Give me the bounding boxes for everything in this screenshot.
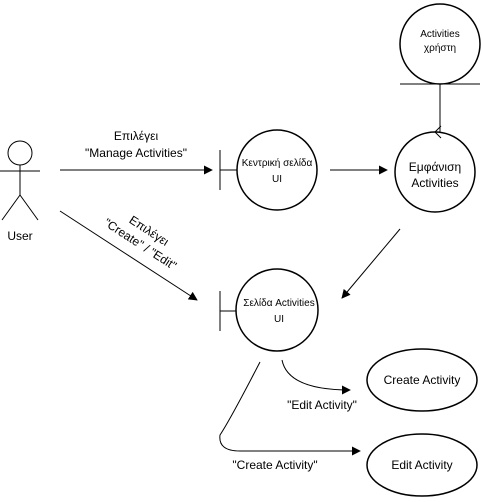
- edge-label: "Edit Activity": [287, 398, 357, 412]
- boundary-label-line2: UI: [274, 314, 284, 325]
- edge-label-line1: Επιλέγει: [114, 129, 159, 143]
- edge-activities-to-edit-activity: "Create Activity": [219, 361, 361, 472]
- control-arrowhead: [434, 125, 442, 139]
- edge-line: [219, 361, 361, 456]
- edge-user-to-activities-boundary: Επιλέγει "Create" / "Edit": [59, 210, 198, 301]
- edge-label: "Create Activity": [232, 458, 317, 472]
- actor-left-leg: [1, 194, 21, 221]
- actor-right-leg: [19, 194, 39, 221]
- control-label-line2: Activities: [411, 176, 458, 190]
- edit-activity-ellipse: [366, 433, 478, 497]
- actor-label: User: [7, 229, 32, 243]
- edge-line: [281, 359, 351, 395]
- edge-control-to-activities-boundary: [341, 228, 401, 299]
- boundary-circle: [235, 268, 319, 352]
- boundary-main-page[interactable]: Κεντρική σελίδα UI: [219, 129, 318, 211]
- boundary-label-line2: UI: [272, 174, 282, 185]
- edge-user-to-main-boundary: Επιλέγει "Manage Activities": [60, 129, 213, 175]
- user-actor[interactable]: User: [0, 140, 40, 243]
- entity-label-line1: Activities: [420, 29, 459, 40]
- control-display-activities[interactable]: Εμφάνιση Activities: [394, 125, 476, 213]
- entity-activities[interactable]: Activities χρήστη: [399, 3, 481, 85]
- usecase-create-activity[interactable]: Create Activity: [366, 348, 478, 412]
- boundary-label-line1: Σελίδα Activities: [243, 297, 314, 309]
- boundary-label-line1: Κεντρική σελίδα: [242, 157, 313, 169]
- create-activity-label: Create Activity: [384, 373, 461, 387]
- actor-head: [7, 140, 33, 166]
- edge-label-line2: "Manage Activities": [85, 146, 187, 160]
- edge-line: [59, 210, 198, 301]
- edge-activities-to-create-activity: "Edit Activity": [281, 359, 357, 412]
- edit-activity-label: Edit Activity: [391, 458, 452, 472]
- entity-label-line2: χρήστη: [424, 42, 456, 54]
- create-activity-ellipse: [366, 348, 478, 412]
- usecase-edit-activity[interactable]: Edit Activity: [366, 433, 478, 497]
- control-label-line1: Εμφάνιση: [409, 160, 461, 174]
- boundary-circle: [236, 129, 318, 211]
- boundary-activities-page[interactable]: Σελίδα Activities UI: [219, 268, 319, 352]
